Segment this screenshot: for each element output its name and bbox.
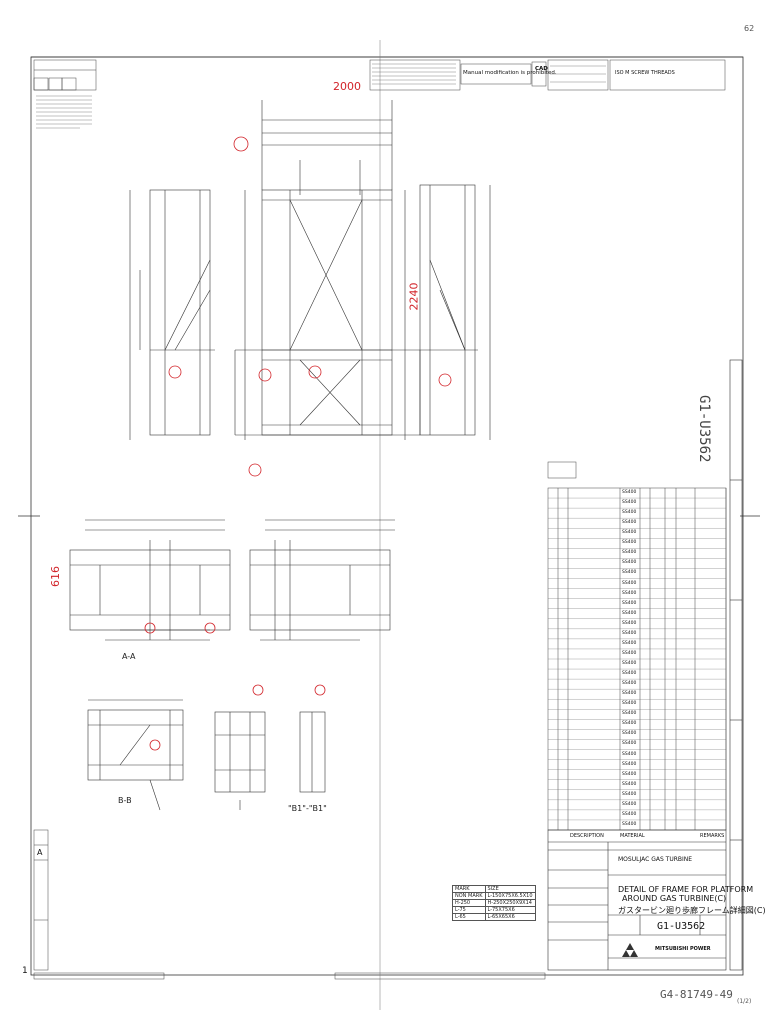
left-revision-strip	[33, 829, 546, 980]
size-table-cell: L-75X75X6	[484, 906, 536, 914]
parts-list-grid	[547, 461, 727, 831]
parts-material-cell: SS400	[622, 640, 637, 646]
parts-material-cell: SS400	[622, 761, 637, 767]
parts-material-cell: SS400	[622, 510, 637, 516]
parts-material-cell: SS400	[622, 500, 637, 506]
side-drawing-number: G1-U3562	[696, 395, 712, 463]
parts-header-description: DESCRIPTION	[570, 833, 604, 839]
drawing-number-suffix: (1/2)	[737, 998, 752, 1005]
iso-note: ISO M SCREW THREADS	[615, 70, 675, 76]
parts-material-cell: SS400	[622, 731, 637, 737]
parts-material-cell: SS400	[622, 751, 637, 757]
title-line-3: ガスタービン廻り歩廊フレーム詳細図(C)	[618, 906, 766, 915]
title-block-frame	[547, 359, 743, 971]
parts-material-cell: SS400	[622, 590, 637, 596]
parts-material-cell: SS400	[622, 530, 637, 536]
header-text-lines	[36, 63, 606, 129]
parts-material-cell: SS400	[622, 711, 637, 717]
manual-notice: Manual modification is prohibited.	[463, 70, 557, 76]
title-line-2: AROUND GAS TURBINE(C)	[622, 894, 727, 903]
parts-material-cell: SS400	[622, 741, 637, 747]
header-strip	[33, 59, 726, 91]
red-markups	[144, 136, 452, 751]
parts-material-cell: SS400	[622, 671, 637, 677]
parts-list-rows	[548, 497, 726, 821]
parts-material-cell: SS400	[622, 691, 637, 697]
top-elevation-view	[234, 100, 421, 440]
red-annotation-2240: 2240	[407, 282, 421, 311]
parts-material-cell: SS400	[622, 721, 637, 727]
parts-material-cell: SS400	[622, 661, 637, 666]
parts-material-cell: SS400	[622, 520, 637, 526]
parts-material-cell: SS400	[622, 600, 637, 606]
section-label-a-a: A-A	[122, 652, 136, 661]
project-name: MOSULJAC GAS TURBINE	[618, 856, 693, 863]
section-label-b1-b1: "B1"-"B1"	[288, 804, 327, 813]
parts-material-cell: SS400	[622, 560, 637, 566]
parts-material-cell: SS400	[622, 771, 637, 777]
company-name: MITSUBISHI POWER	[655, 946, 711, 952]
parts-material-cell: SS400	[622, 650, 637, 656]
sheet-border	[18, 40, 760, 1010]
parts-material-cell: SS400	[622, 580, 637, 586]
parts-material-cell: SS400	[622, 801, 637, 807]
parts-material-cell: SS400	[622, 630, 637, 636]
sheet-index: 1	[22, 966, 28, 976]
section-b1-b1-view	[214, 711, 326, 810]
parts-material-cell: SS400	[622, 490, 637, 495]
parts-material-cell: SS400	[622, 540, 637, 546]
parts-material-cell: SS400	[622, 701, 637, 707]
parts-material-cell: SS400	[622, 681, 637, 687]
section-e-view	[249, 519, 395, 641]
parts-material-cell: SS400	[622, 781, 637, 787]
size-table-cell: L-150X75X6.5X10	[484, 892, 536, 900]
size-table-cell: NON MARK	[452, 892, 486, 900]
parts-material-cell: SS400	[622, 570, 637, 576]
mitsubishi-logo	[622, 943, 638, 957]
right-side-view	[419, 184, 491, 440]
size-table-cell: L-65	[452, 913, 486, 921]
left-side-view	[129, 189, 215, 440]
parts-material-cell: SS400	[622, 821, 637, 827]
revision-label-a: A	[37, 848, 43, 857]
parts-header-remarks: REMARKS	[700, 833, 725, 839]
parts-material-cell: SS400	[622, 791, 637, 797]
size-table-header: SIZE	[484, 885, 536, 893]
red-annotation-2000: 2000	[333, 80, 361, 93]
size-table-cell: H-250	[452, 899, 486, 907]
section-b-b-view	[87, 699, 184, 811]
size-table-cell: L-75	[452, 906, 486, 914]
parts-material-cell: SS400	[622, 610, 637, 616]
parts-material-cell: SS400	[622, 550, 637, 556]
drawing-number: G4-81749-49	[660, 988, 733, 1001]
page-number: 62	[744, 24, 755, 33]
title-line-1: DETAIL OF FRAME FOR PLATFORM	[618, 885, 754, 894]
section-label-b-b: B-B	[118, 796, 132, 805]
size-table-header: MARK	[452, 885, 486, 893]
cad-label: CAD	[535, 66, 548, 72]
size-table-cell: L-65X65X6	[484, 913, 536, 921]
section-a-a-view	[69, 519, 231, 641]
red-annotation-616: 616	[49, 566, 62, 587]
title-drawing-number: G1-U3562	[657, 921, 706, 932]
parts-material-cell: SS400	[622, 811, 637, 817]
size-table-cell: H-250X250X9X14	[484, 899, 536, 907]
parts-header-material: MATERIAL	[620, 833, 645, 839]
parts-material-cell: SS400	[622, 620, 637, 626]
